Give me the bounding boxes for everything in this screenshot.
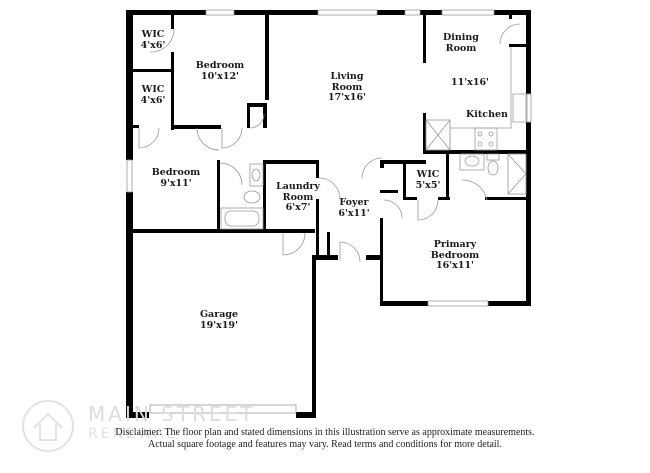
room-dims: 11'x16' [451, 77, 489, 88]
room-name-line1: Laundry [276, 181, 320, 192]
room-label-kitchen: Kitchen [466, 109, 508, 121]
room-label-wic-3: WIC 5'x5' [415, 169, 441, 191]
room-label-garage: Garage 19'x19' [199, 309, 239, 331]
room-label-bedroom-2: Bedroom 9'x11' [151, 167, 201, 189]
room-dims: 6'x7' [285, 202, 311, 213]
room-dims: 17'x16' [328, 92, 366, 103]
watermark-line2: RENEWAL [88, 426, 178, 442]
room-dims: 16'x11' [436, 260, 474, 271]
room-dims: 9'x11' [160, 177, 192, 189]
fixtures [126, 9, 532, 414]
room-name: WIC [141, 29, 165, 40]
room-label-wic-2: WIC 4'x6' [140, 84, 166, 106]
room-label-bedroom-1: Bedroom 10'x12' [195, 60, 245, 82]
room-dims: 4'x6' [140, 39, 166, 51]
room-dims: 19'x19' [200, 319, 238, 331]
room-dims: 6'x11' [338, 207, 370, 219]
room-name: Garage [199, 309, 239, 320]
walls [126, 10, 531, 418]
room-name-line2: Room [282, 191, 314, 203]
room-name: Kitchen [466, 109, 508, 120]
room-name-line2: Room [445, 42, 477, 54]
room-label-living-room: Living Room 17'x16' [328, 71, 366, 104]
room-label-foyer: Foyer 6'x11' [338, 197, 370, 219]
room-name-line1: Primary [433, 239, 477, 250]
watermark-logo-icon [22, 400, 74, 452]
room-name: WIC [141, 84, 165, 95]
room-label-dining-room: Dining Room [443, 32, 479, 54]
room-name: Foyer [339, 197, 369, 208]
room-label-laundry-room: Laundry Room 6'x7' [276, 181, 320, 214]
room-name-line2: Bedroom [430, 249, 480, 261]
room-name-line1: Living [330, 71, 364, 82]
room-name: Bedroom [195, 60, 245, 71]
room-label-kitchen-dims: 11'x16' [451, 77, 489, 89]
room-name-line1: Dining [443, 32, 479, 43]
room-dims: 4'x6' [140, 94, 166, 106]
room-name: Bedroom [151, 167, 201, 178]
watermark-line1: MAIN STREET [88, 402, 256, 426]
room-dims: 10'x12' [201, 70, 239, 82]
watermark: MAIN STREET RENEWAL [20, 398, 252, 462]
disclaimer-line1: Disclaimer: The floor plan and stated di… [115, 427, 535, 438]
disclaimer-line2: Actual square footage and features may v… [148, 439, 502, 450]
room-name-line2: Room [331, 81, 363, 93]
room-label-wic-1: WIC 4'x6' [140, 29, 166, 51]
room-name: WIC [416, 169, 440, 180]
room-dims: 5'x5' [415, 179, 441, 191]
room-label-primary-bedroom: Primary Bedroom 16'x11' [430, 239, 480, 272]
disclaimer: Disclaimer: The floor plan and stated di… [0, 427, 650, 451]
